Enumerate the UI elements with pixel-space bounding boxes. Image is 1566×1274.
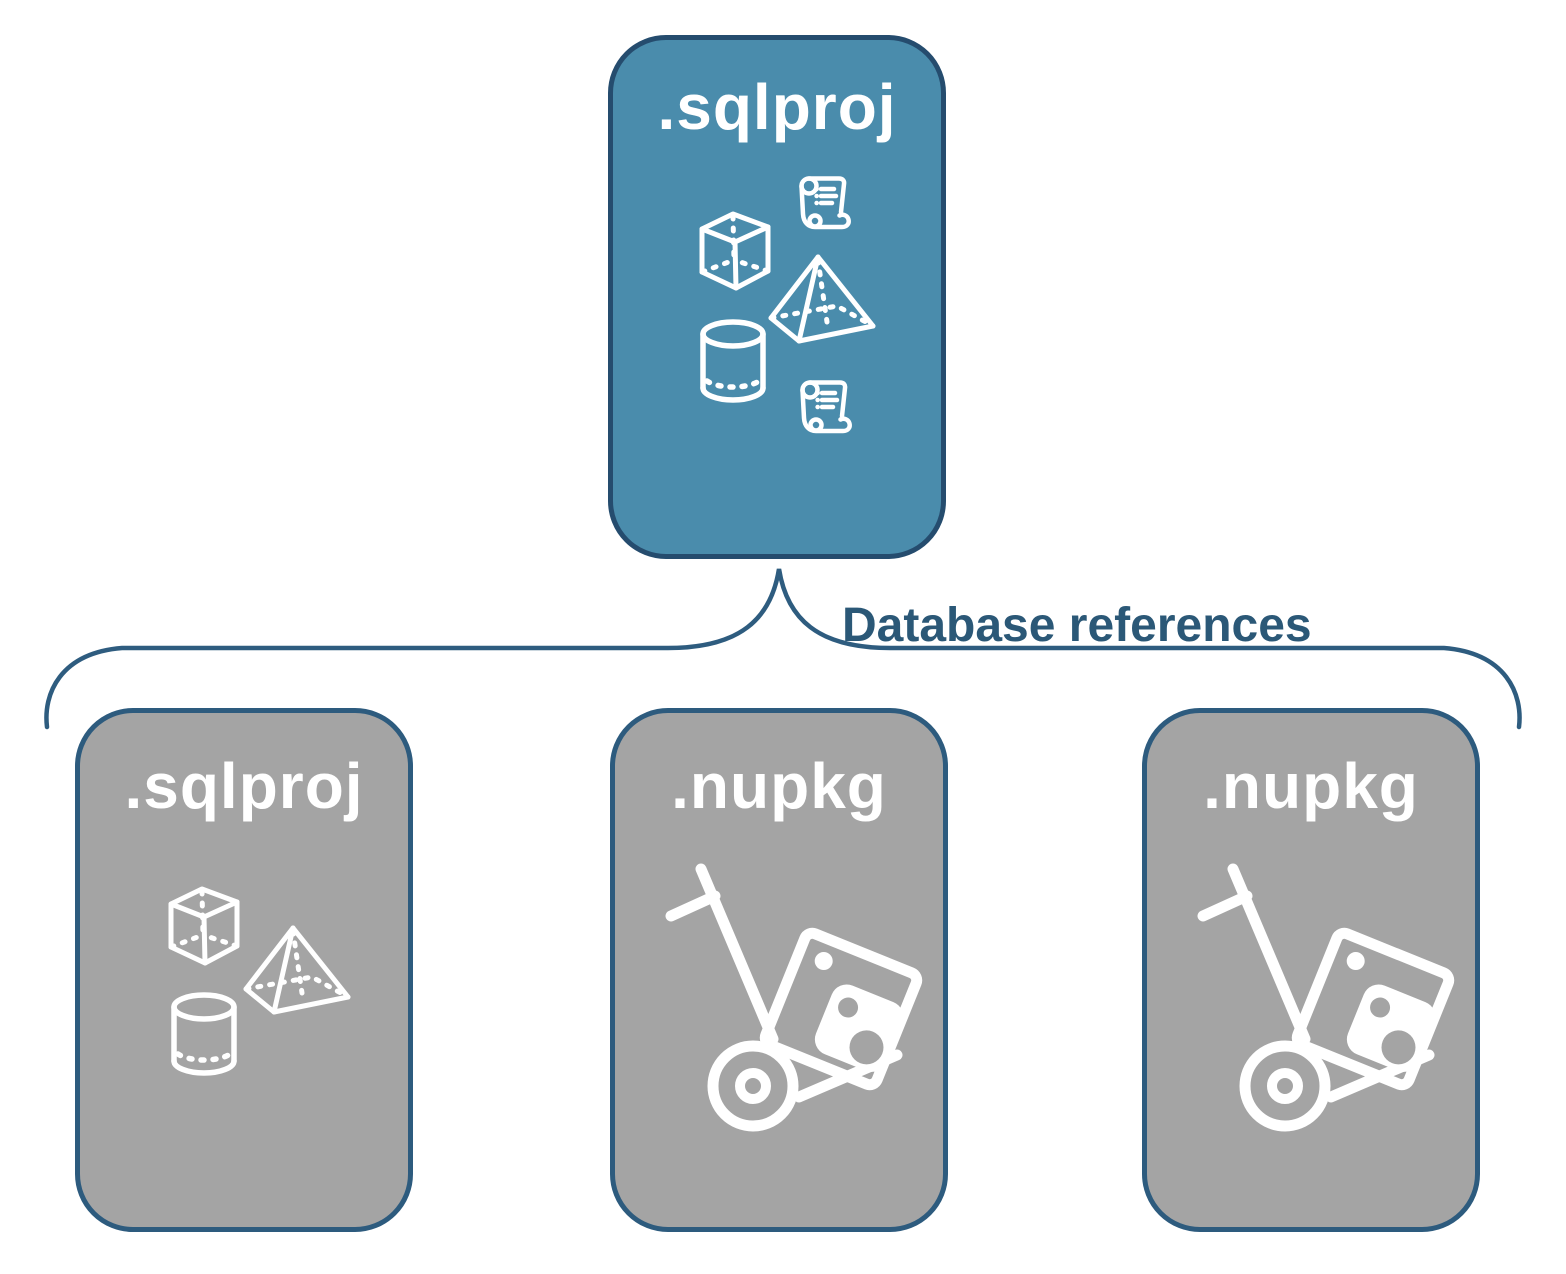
pyramid-icon <box>246 928 348 1012</box>
child-box-sqlproj: .sqlproj <box>75 708 413 1232</box>
child-box-title: .nupkg <box>1203 750 1419 822</box>
child-box-title: .sqlproj <box>124 750 364 822</box>
child-box-nupkg: .nupkg <box>610 708 948 1232</box>
child-box-nupkg: .nupkg <box>1142 708 1480 1232</box>
package-dolly-icon <box>671 869 921 1126</box>
cylinder-icon <box>174 995 234 1073</box>
package-dolly-icon <box>651 861 951 1151</box>
sql-objects-icon-cluster <box>152 871 364 1087</box>
parent-box-sqlproj: .sqlproj <box>608 35 946 559</box>
parent-box-title: .sqlproj <box>657 71 897 143</box>
package-dolly-icon <box>1183 861 1483 1151</box>
relationship-label: Database references <box>842 599 1312 652</box>
package-dolly-icon <box>1203 869 1453 1126</box>
cube-icon <box>171 889 237 963</box>
child-box-title: .nupkg <box>671 750 887 822</box>
